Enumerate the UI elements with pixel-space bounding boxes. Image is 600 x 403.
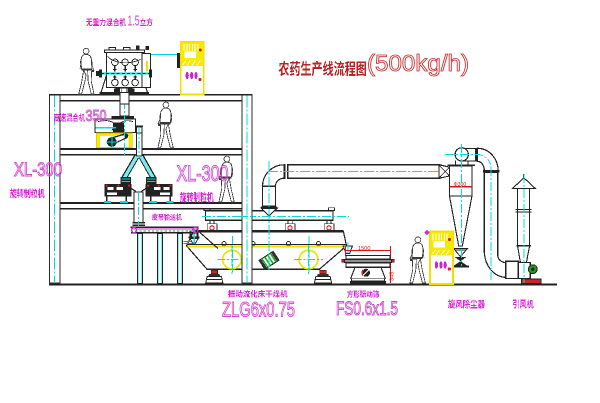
svg-text:(500kg/h): (500kg/h) bbox=[367, 50, 469, 76]
svg-text:XL-300: XL-300 bbox=[177, 161, 229, 186]
svg-text:345: 345 bbox=[390, 272, 396, 281]
svg-text:ZLG6x0.75: ZLG6x0.75 bbox=[222, 299, 295, 322]
svg-text:1500: 1500 bbox=[358, 246, 370, 252]
svg-text:1.5: 1.5 bbox=[128, 13, 140, 30]
svg-text:FS0.6x1.5: FS0.6x1.5 bbox=[336, 299, 398, 320]
svg-text:Φ300: Φ300 bbox=[454, 182, 467, 188]
svg-text:350: 350 bbox=[86, 108, 107, 125]
svg-text:XL-300: XL-300 bbox=[14, 160, 62, 181]
